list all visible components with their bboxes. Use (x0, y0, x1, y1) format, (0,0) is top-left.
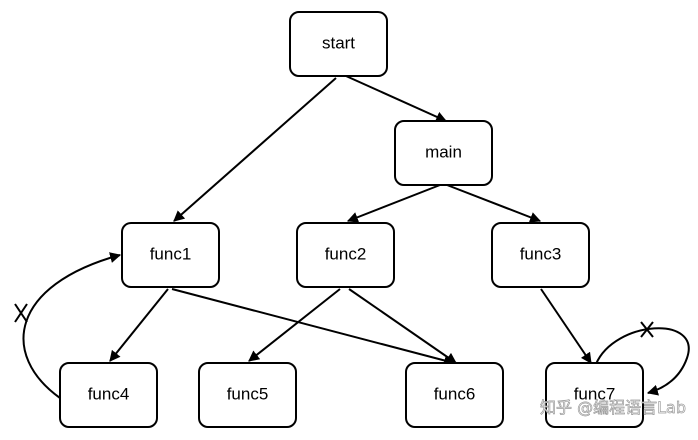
edges (22, 75, 690, 399)
edge-func2-func5 (248, 288, 341, 362)
cut-mark-func7-self (640, 321, 654, 338)
node-label-func2: func2 (325, 244, 367, 263)
node-func4: func4 (59, 362, 158, 428)
node-start: start (289, 11, 388, 77)
node-label-func7: func7 (574, 384, 616, 403)
node-label-main: main (425, 142, 462, 161)
node-label-func3: func3 (520, 244, 562, 263)
edge-func2-func6 (348, 288, 457, 364)
edge-start-main (345, 75, 448, 122)
node-func6: func6 (405, 362, 504, 428)
cut-marks (14, 303, 654, 338)
edge-func7-self-loop (595, 327, 690, 396)
cut-mark-func4-func1 (14, 303, 28, 323)
node-func7: func7 (545, 362, 644, 428)
edge-main-func3 (446, 184, 542, 223)
edge-func3-func7 (540, 288, 592, 364)
watermark: 知乎 @编程语言Lab (540, 398, 686, 417)
edge-func1-func6 (171, 288, 456, 366)
edge-func1-func4 (109, 288, 169, 362)
node-label-func5: func5 (227, 384, 269, 403)
node-label-func4: func4 (88, 384, 130, 403)
node-label-func1: func1 (150, 244, 192, 263)
node-func1: func1 (121, 222, 220, 288)
node-func2: func2 (296, 222, 395, 288)
node-func5: func5 (198, 362, 297, 428)
node-label-func6: func6 (434, 384, 476, 403)
node-main: main (394, 120, 493, 186)
node-func3: func3 (491, 222, 590, 288)
edge-main-func2 (346, 184, 441, 223)
node-label-start: start (322, 33, 355, 52)
edge-start-func1 (173, 77, 337, 222)
